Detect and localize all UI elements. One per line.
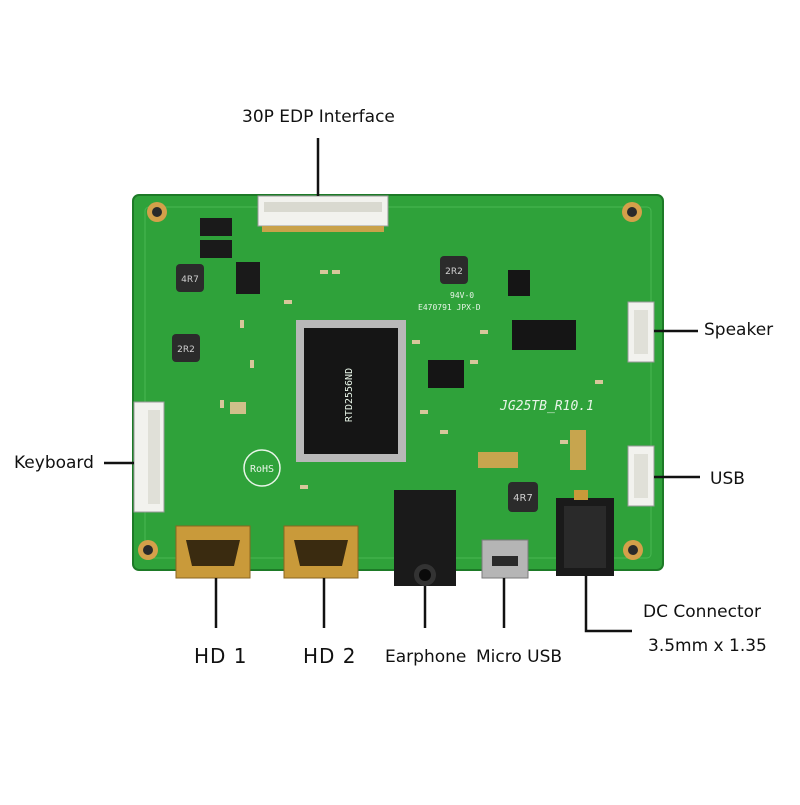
dc-leader [584, 576, 632, 633]
earphone-jack [394, 490, 456, 586]
mounting-holes [138, 202, 643, 560]
secondary-ics [200, 218, 576, 388]
main-chip: RTD2556ND [296, 320, 406, 462]
label-hd1: HD 1 [194, 644, 248, 668]
inductor-label-3: 2R2 [445, 267, 463, 277]
label-edp-interface: 30P EDP Interface [242, 107, 395, 127]
electrolytic-caps [230, 402, 586, 470]
label-usb: USB [710, 469, 745, 489]
label-hd2: HD 2 [303, 644, 357, 668]
inductor-label-2: 2R2 [177, 345, 195, 355]
smd-components [220, 270, 603, 489]
silk-94v: 94V-0 [450, 291, 474, 300]
keyboard-connector [133, 401, 165, 513]
speaker-connector [627, 301, 655, 363]
inductor-label-1: 4R7 [181, 275, 199, 285]
inductors: 4R7 2R2 2R2 4R7 [172, 256, 538, 512]
hdmi-2-port [283, 525, 359, 579]
label-speaker: Speaker [704, 320, 774, 340]
inductor-label-4: 4R7 [513, 493, 533, 504]
label-earphone: Earphone [385, 647, 467, 667]
edp-connector [257, 195, 389, 232]
rohs-mark: RoHS [243, 449, 281, 487]
micro-usb-port [481, 539, 529, 579]
board-id-silk: JG25TB_R10.1 [499, 399, 594, 414]
hdmi-1-port [175, 525, 251, 579]
label-dc-connector: DC Connector [643, 602, 762, 622]
label-dc-size: 3.5mm x 1.35 [648, 636, 767, 656]
chip-marking: RTD2556ND [344, 368, 355, 422]
silk-cert: E470791 JPX-D [418, 303, 481, 312]
leader-lines [104, 138, 700, 633]
dc-jack [556, 490, 614, 576]
label-keyboard: Keyboard [14, 453, 94, 473]
usb-connector [627, 445, 655, 507]
rohs-text: RoHS [250, 464, 274, 475]
label-micro-usb: Micro USB [476, 647, 563, 667]
